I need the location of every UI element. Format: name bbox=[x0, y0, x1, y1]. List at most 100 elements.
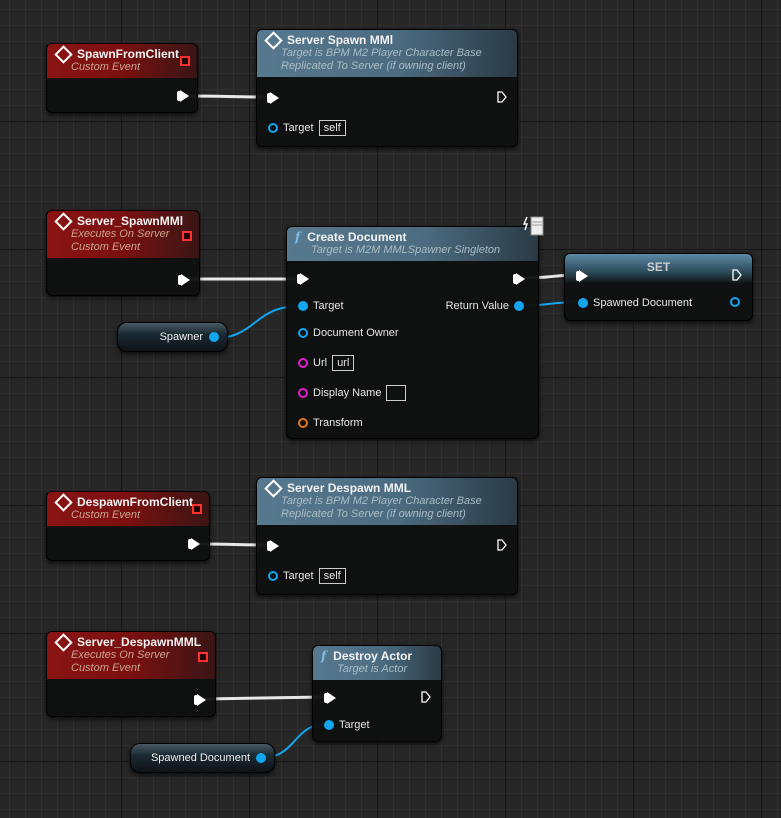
node-title: SET bbox=[646, 260, 671, 274]
target-pin[interactable]: Target bbox=[298, 300, 344, 312]
variable-label: Spawner bbox=[159, 331, 203, 343]
set-node[interactable]: SET Spawned Document bbox=[564, 253, 753, 321]
exec-pin-icon bbox=[194, 694, 206, 706]
replication-icon bbox=[198, 652, 208, 662]
exec-in-pin[interactable] bbox=[267, 540, 279, 552]
object-pin-icon[interactable] bbox=[209, 332, 219, 342]
transform-pin-icon bbox=[298, 418, 308, 428]
server-despawnmml-event-node[interactable]: Server_DespawnMML Executes On Server Cus… bbox=[46, 631, 216, 717]
server-despawn-mml-node[interactable]: Server Despawn MML Target is BPM M2 Play… bbox=[256, 477, 518, 595]
exec-pin-icon bbox=[497, 539, 507, 551]
exec-out-pin[interactable] bbox=[177, 90, 189, 102]
replication-icon bbox=[182, 231, 192, 241]
exec-in-pin[interactable] bbox=[267, 92, 279, 104]
pin-label: Transform bbox=[313, 417, 363, 429]
node-subtitle: Target is BPM M2 Player Character Base bbox=[281, 495, 482, 507]
object-pin-icon[interactable] bbox=[256, 753, 266, 763]
url-pin[interactable]: Url url bbox=[298, 355, 355, 371]
exec-out-pin[interactable] bbox=[188, 538, 200, 550]
object-pin-icon bbox=[730, 297, 740, 307]
exec-pin-icon bbox=[178, 274, 190, 286]
variable-label: Spawned Document bbox=[150, 752, 250, 764]
replication-icon bbox=[192, 504, 202, 514]
pin-label: Document Owner bbox=[313, 327, 399, 339]
output-pin[interactable] bbox=[730, 297, 740, 307]
pin-label: Target bbox=[313, 300, 344, 312]
node-title: Create Document bbox=[307, 230, 407, 244]
exec-pin-icon bbox=[732, 269, 742, 281]
document-owner-pin[interactable]: Document Owner bbox=[298, 327, 399, 339]
node-subtitle: Custom Event bbox=[71, 241, 141, 253]
exec-out-pin[interactable] bbox=[497, 539, 507, 551]
node-subtitle: Executes On Server bbox=[71, 649, 170, 661]
exec-pin-icon bbox=[267, 92, 279, 104]
exec-in-pin[interactable] bbox=[297, 273, 309, 285]
return-value-pin[interactable]: Return Value bbox=[446, 300, 524, 312]
node-header: DespawnFromClient Custom Event bbox=[47, 492, 209, 526]
node-header: f Destroy Actor Target is Actor bbox=[313, 646, 441, 680]
pin-label: Spawned Document bbox=[593, 297, 693, 309]
node-header: Server Despawn MML Target is BPM M2 Play… bbox=[257, 478, 517, 525]
function-icon: f bbox=[321, 649, 327, 663]
exec-out-pin[interactable] bbox=[732, 269, 742, 281]
exec-pin-icon bbox=[324, 692, 336, 704]
node-title: Server_DespawnMML bbox=[77, 635, 202, 649]
display-name-field[interactable] bbox=[386, 385, 407, 401]
exec-out-pin[interactable] bbox=[421, 691, 431, 703]
spawned-document-pin[interactable]: Spawned Document bbox=[578, 297, 692, 309]
node-header: Server_SpawnMMl Executes On Server Custo… bbox=[47, 211, 199, 258]
object-pin-icon bbox=[324, 720, 334, 730]
node-title: Server Despawn MML bbox=[287, 481, 412, 495]
exec-pin-icon bbox=[513, 273, 525, 285]
node-subtitle: Target is M2M MMLSpawner Singleton bbox=[311, 244, 501, 256]
exec-in-pin[interactable] bbox=[576, 270, 588, 282]
pin-label: Url bbox=[313, 357, 328, 369]
node-subtitle: Replicated To Server (if owning client) bbox=[281, 60, 466, 72]
replication-icon bbox=[180, 56, 190, 66]
target-pin[interactable]: Target bbox=[324, 719, 370, 731]
object-pin-icon bbox=[268, 571, 278, 581]
node-header: Server_DespawnMML Executes On Server Cus… bbox=[47, 632, 215, 679]
destroy-actor-node[interactable]: f Destroy Actor Target is Actor Target bbox=[312, 645, 442, 742]
display-name-pin[interactable]: Display Name bbox=[298, 385, 407, 401]
target-pin[interactable]: Target self bbox=[268, 568, 346, 584]
server-spawn-mml-node[interactable]: Server Spawn MMl Target is BPM M2 Player… bbox=[256, 29, 518, 147]
node-title: Destroy Actor bbox=[333, 649, 413, 663]
url-field[interactable]: url bbox=[332, 355, 355, 371]
exec-out-pin[interactable] bbox=[178, 274, 190, 286]
object-pin-icon bbox=[578, 298, 588, 308]
transform-pin[interactable]: Transform bbox=[298, 417, 363, 429]
node-title: DespawnFromClient bbox=[77, 495, 194, 509]
node-subtitle: Executes On Server bbox=[71, 228, 170, 240]
exec-out-pin[interactable] bbox=[497, 91, 507, 103]
object-pin-icon bbox=[298, 328, 308, 338]
exec-out-pin[interactable] bbox=[513, 273, 525, 285]
spawner-variable-node[interactable]: Spawner bbox=[117, 322, 228, 352]
exec-pin-icon bbox=[297, 273, 309, 285]
spawn-from-client-node[interactable]: SpawnFromClient Custom Event bbox=[46, 43, 198, 113]
pin-label: Target bbox=[283, 570, 314, 582]
target-default-field[interactable]: self bbox=[318, 120, 346, 136]
pin-label: Target bbox=[283, 122, 314, 134]
exec-pin-icon bbox=[267, 540, 279, 552]
spawned-document-variable-node[interactable]: Spawned Document bbox=[130, 743, 275, 773]
node-subtitle: Replicated To Server (if owning client) bbox=[281, 508, 466, 520]
string-pin-icon bbox=[298, 358, 308, 368]
node-subtitle: Target is Actor bbox=[337, 663, 408, 675]
target-default-field[interactable]: self bbox=[318, 568, 346, 584]
string-pin-icon bbox=[298, 388, 308, 398]
server-spawnmml-event-node[interactable]: Server_SpawnMMl Executes On Server Custo… bbox=[46, 210, 200, 296]
exec-in-pin[interactable] bbox=[324, 692, 336, 704]
object-pin-icon bbox=[514, 301, 524, 311]
exec-pin-icon bbox=[576, 270, 588, 282]
pin-label: Display Name bbox=[313, 387, 382, 399]
target-pin[interactable]: Target self bbox=[268, 120, 346, 136]
exec-pin-icon bbox=[177, 90, 189, 102]
exec-pin-icon bbox=[497, 91, 507, 103]
exec-out-pin[interactable] bbox=[194, 694, 206, 706]
object-pin-icon bbox=[268, 123, 278, 133]
despawn-from-client-node[interactable]: DespawnFromClient Custom Event bbox=[46, 491, 210, 561]
exec-wire bbox=[204, 695, 325, 701]
